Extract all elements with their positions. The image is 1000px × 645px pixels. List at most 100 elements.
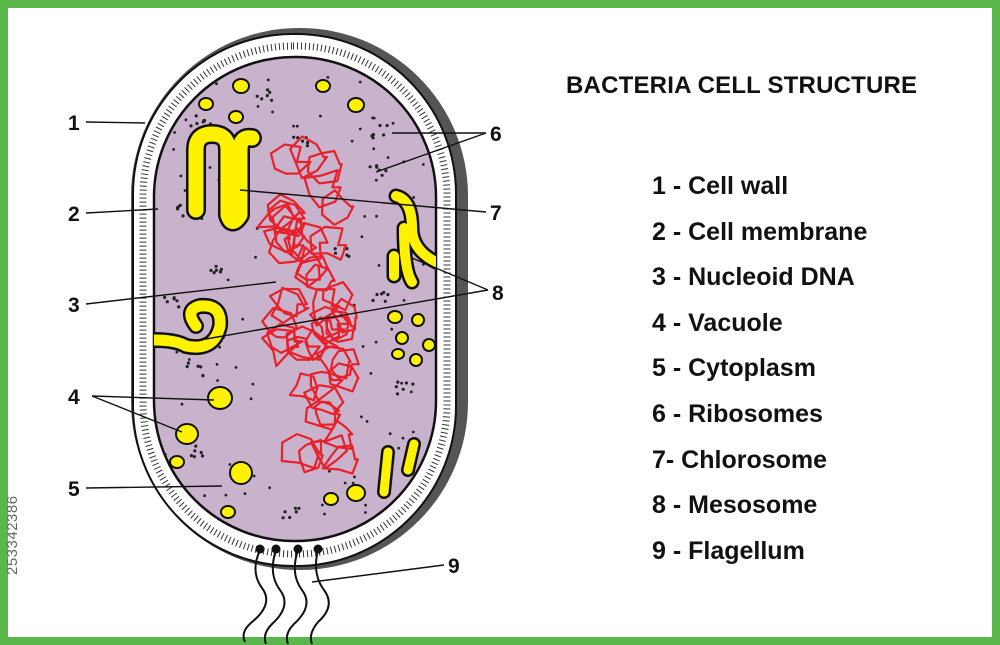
ribosome-dot <box>271 110 274 114</box>
ribosome-dot <box>249 397 253 401</box>
ribosome-dot <box>194 444 198 448</box>
ribosome-dot <box>411 430 415 434</box>
ribosome-dot <box>371 133 375 137</box>
dna-loop <box>268 229 305 265</box>
dna-loop <box>283 227 318 263</box>
dna-loop <box>312 288 341 327</box>
ribosome-dot <box>395 392 400 396</box>
dna-loop <box>269 143 312 175</box>
legend-list: 1 - Cell wall 2 - Cell membrane 3 - Nucl… <box>652 168 867 578</box>
ribosome-dot <box>186 361 190 365</box>
ribosome-dot <box>347 254 351 258</box>
ribosome-dot <box>175 350 179 354</box>
ribosome-dot <box>402 299 406 302</box>
ribosome-dot <box>361 345 365 348</box>
ribosome-dot <box>358 80 362 84</box>
ribosome-dot <box>301 139 305 143</box>
ribosome-dot <box>214 264 218 268</box>
ribosome-dot <box>180 402 184 406</box>
ribosome-dot <box>189 124 193 128</box>
ribosome-dot <box>200 454 205 458</box>
ribosome-dot <box>208 166 212 169</box>
ribosome-dot <box>409 390 413 394</box>
ribosome-dot <box>177 305 181 309</box>
ribosome-dot <box>175 299 179 303</box>
ribosome-dot <box>201 120 205 124</box>
ribosome-dot <box>372 116 376 120</box>
ribosome-dot <box>224 493 228 497</box>
dna-loop <box>295 246 323 281</box>
ribosome-dot <box>226 278 230 282</box>
stock-image-id: 253342386 <box>4 495 21 575</box>
ribosome-dot <box>411 382 415 386</box>
leader-lines <box>85 121 489 583</box>
ribosome-dot <box>375 292 379 297</box>
legend-item-chlorosome: 7- Chlorosome <box>652 445 828 474</box>
ribosome-dot <box>179 174 183 178</box>
dna-loop <box>266 193 306 231</box>
legend-item-nucleoid-dna: 3 - Nucleoid DNA <box>652 263 855 292</box>
dna-loop <box>288 372 319 402</box>
ribosome-dot <box>306 141 310 145</box>
dna-loop <box>321 444 359 475</box>
dna-loop <box>260 328 300 368</box>
ribosome-dot <box>181 214 185 218</box>
ribosome-dot <box>288 515 292 520</box>
vacuole <box>175 423 199 445</box>
ribosome-dot <box>216 379 220 382</box>
dna-loop <box>273 215 306 254</box>
ribosome-dot <box>251 382 255 386</box>
ribosome-dot <box>201 374 205 378</box>
ribosome-dot <box>228 463 232 466</box>
legend-item-cell-wall: 1 - Cell wall <box>652 172 789 200</box>
ribosome-dot <box>390 327 394 331</box>
ribosome-dot <box>266 78 270 82</box>
ribosome-dot <box>363 215 367 218</box>
dna-loop <box>280 433 321 470</box>
ribosome-dot <box>391 121 395 125</box>
dna-loop <box>329 348 360 380</box>
ribosome-dot <box>212 271 216 275</box>
ribosome-dot <box>421 163 425 166</box>
ribosome-dot <box>172 297 176 301</box>
ribosome-dot <box>296 136 300 140</box>
ribosome-dot <box>163 295 167 299</box>
ribosome-dot <box>351 481 355 485</box>
ribosome-dot <box>292 124 295 128</box>
ribosome-dot <box>385 123 389 128</box>
legend-item-cell-membrane: 2 - Cell membrane <box>652 217 868 246</box>
label-5: 5 <box>68 478 80 501</box>
ribosome-dot <box>283 510 287 514</box>
ribosome-dot <box>196 364 200 368</box>
ribosome-dot <box>199 450 203 455</box>
ribosome-dot <box>268 90 272 94</box>
dna-loop <box>271 204 306 238</box>
ribosome-dot <box>350 139 354 143</box>
ribosome-dot <box>266 88 270 92</box>
ribosome-dot <box>333 247 337 251</box>
dna-loop <box>320 189 355 226</box>
dna-loop <box>310 316 346 342</box>
ribosome-dot <box>241 317 245 321</box>
ribosome-dot <box>193 449 197 453</box>
ribosome-dot <box>320 503 324 507</box>
ribosome-dot <box>194 114 198 118</box>
ribosome-dot <box>219 267 223 271</box>
ribosome-dot <box>396 380 400 384</box>
nucleoid-dna <box>256 135 360 475</box>
ribosome-dot <box>218 345 222 349</box>
ribosome-dot <box>386 293 390 297</box>
ribosome-dot <box>326 75 330 79</box>
ribosome-dot <box>400 381 403 385</box>
ribosome-dot <box>173 131 177 134</box>
ribosome-dot <box>369 372 373 375</box>
ribosome-dot <box>353 475 356 479</box>
dna-loop <box>309 225 348 261</box>
legend-item-cytoplasm: 5 - Cytoplasm <box>652 354 816 383</box>
ribosome-dot <box>252 474 256 478</box>
ribosome-dot <box>295 124 299 128</box>
label-8: 8 <box>492 282 504 305</box>
ribosome-dot <box>323 512 326 516</box>
ribosome-dot <box>365 420 369 423</box>
